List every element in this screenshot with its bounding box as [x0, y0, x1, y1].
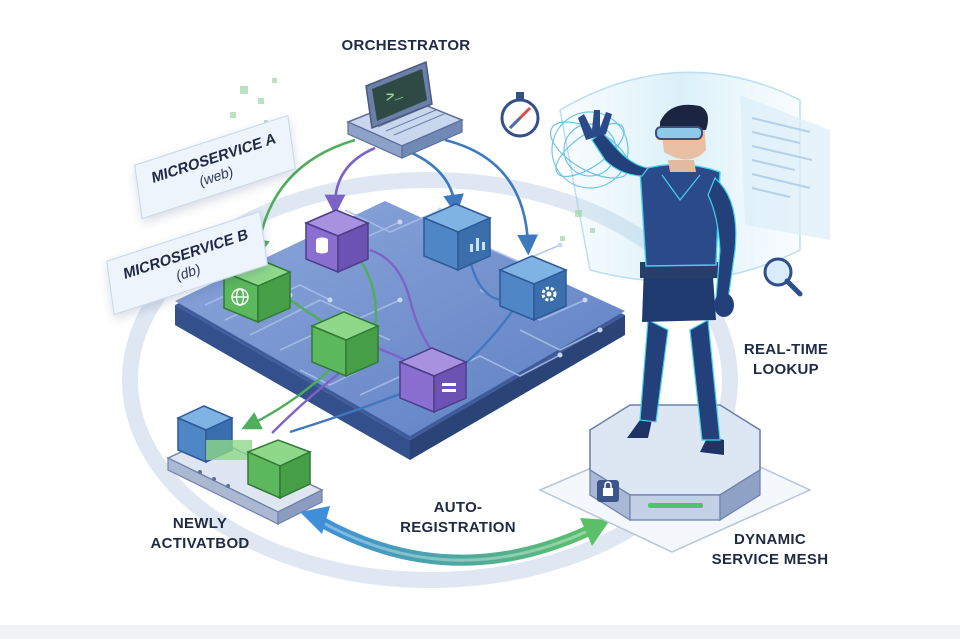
- auto-registration-label: AUTO- REGISTRATION: [398, 498, 518, 538]
- cyber-operator: [578, 104, 737, 455]
- newly-activated-module: [166, 405, 324, 525]
- background-halo: [122, 172, 738, 588]
- orchestrator-label: ORCHESTRATOR: [341, 37, 471, 54]
- newly-activated-label: NEWLY ACTIVATBOD: [140, 514, 260, 554]
- lock-icon: [597, 480, 619, 502]
- worker-cube: [398, 347, 468, 414]
- database-cube: [304, 209, 370, 274]
- auto-registration-line-1: AUTO-: [433, 499, 483, 516]
- real-time-lookup-line-2: LOOKUP: [753, 361, 819, 378]
- real-time-lookup-label: REAL-TIME LOOKUP: [736, 340, 836, 380]
- globe-icon: [231, 288, 249, 306]
- bottom-band: [0, 625, 960, 639]
- real-time-lookup-line-1: REAL-TIME: [743, 341, 829, 358]
- analytics-cube: [422, 203, 492, 272]
- server-icon: [442, 383, 456, 392]
- chart-icon: [470, 238, 485, 252]
- gear-icon: [541, 286, 557, 302]
- orchestrator-arrows: [249, 138, 539, 261]
- config-cube: [498, 255, 568, 322]
- search-icon: [763, 257, 803, 297]
- compass-icon: [500, 92, 540, 138]
- newly-activated-line-1: NEWLY: [172, 515, 228, 532]
- auto-registration-arrow: [300, 506, 610, 566]
- service-mesh-line-2: SERVICE MESH: [711, 551, 829, 568]
- auto-registration-line-2: REGISTRATION: [400, 519, 516, 536]
- service-mesh-line-1: DYNAMIC: [733, 531, 807, 548]
- newly-activated-line-2: ACTIVATBOD: [150, 535, 250, 552]
- database-icon: [316, 237, 328, 254]
- service-cube: [310, 311, 380, 378]
- service-mesh-label: DYNAMIC SERVICE MESH: [700, 530, 840, 570]
- orchestrator-laptop: [346, 60, 464, 159]
